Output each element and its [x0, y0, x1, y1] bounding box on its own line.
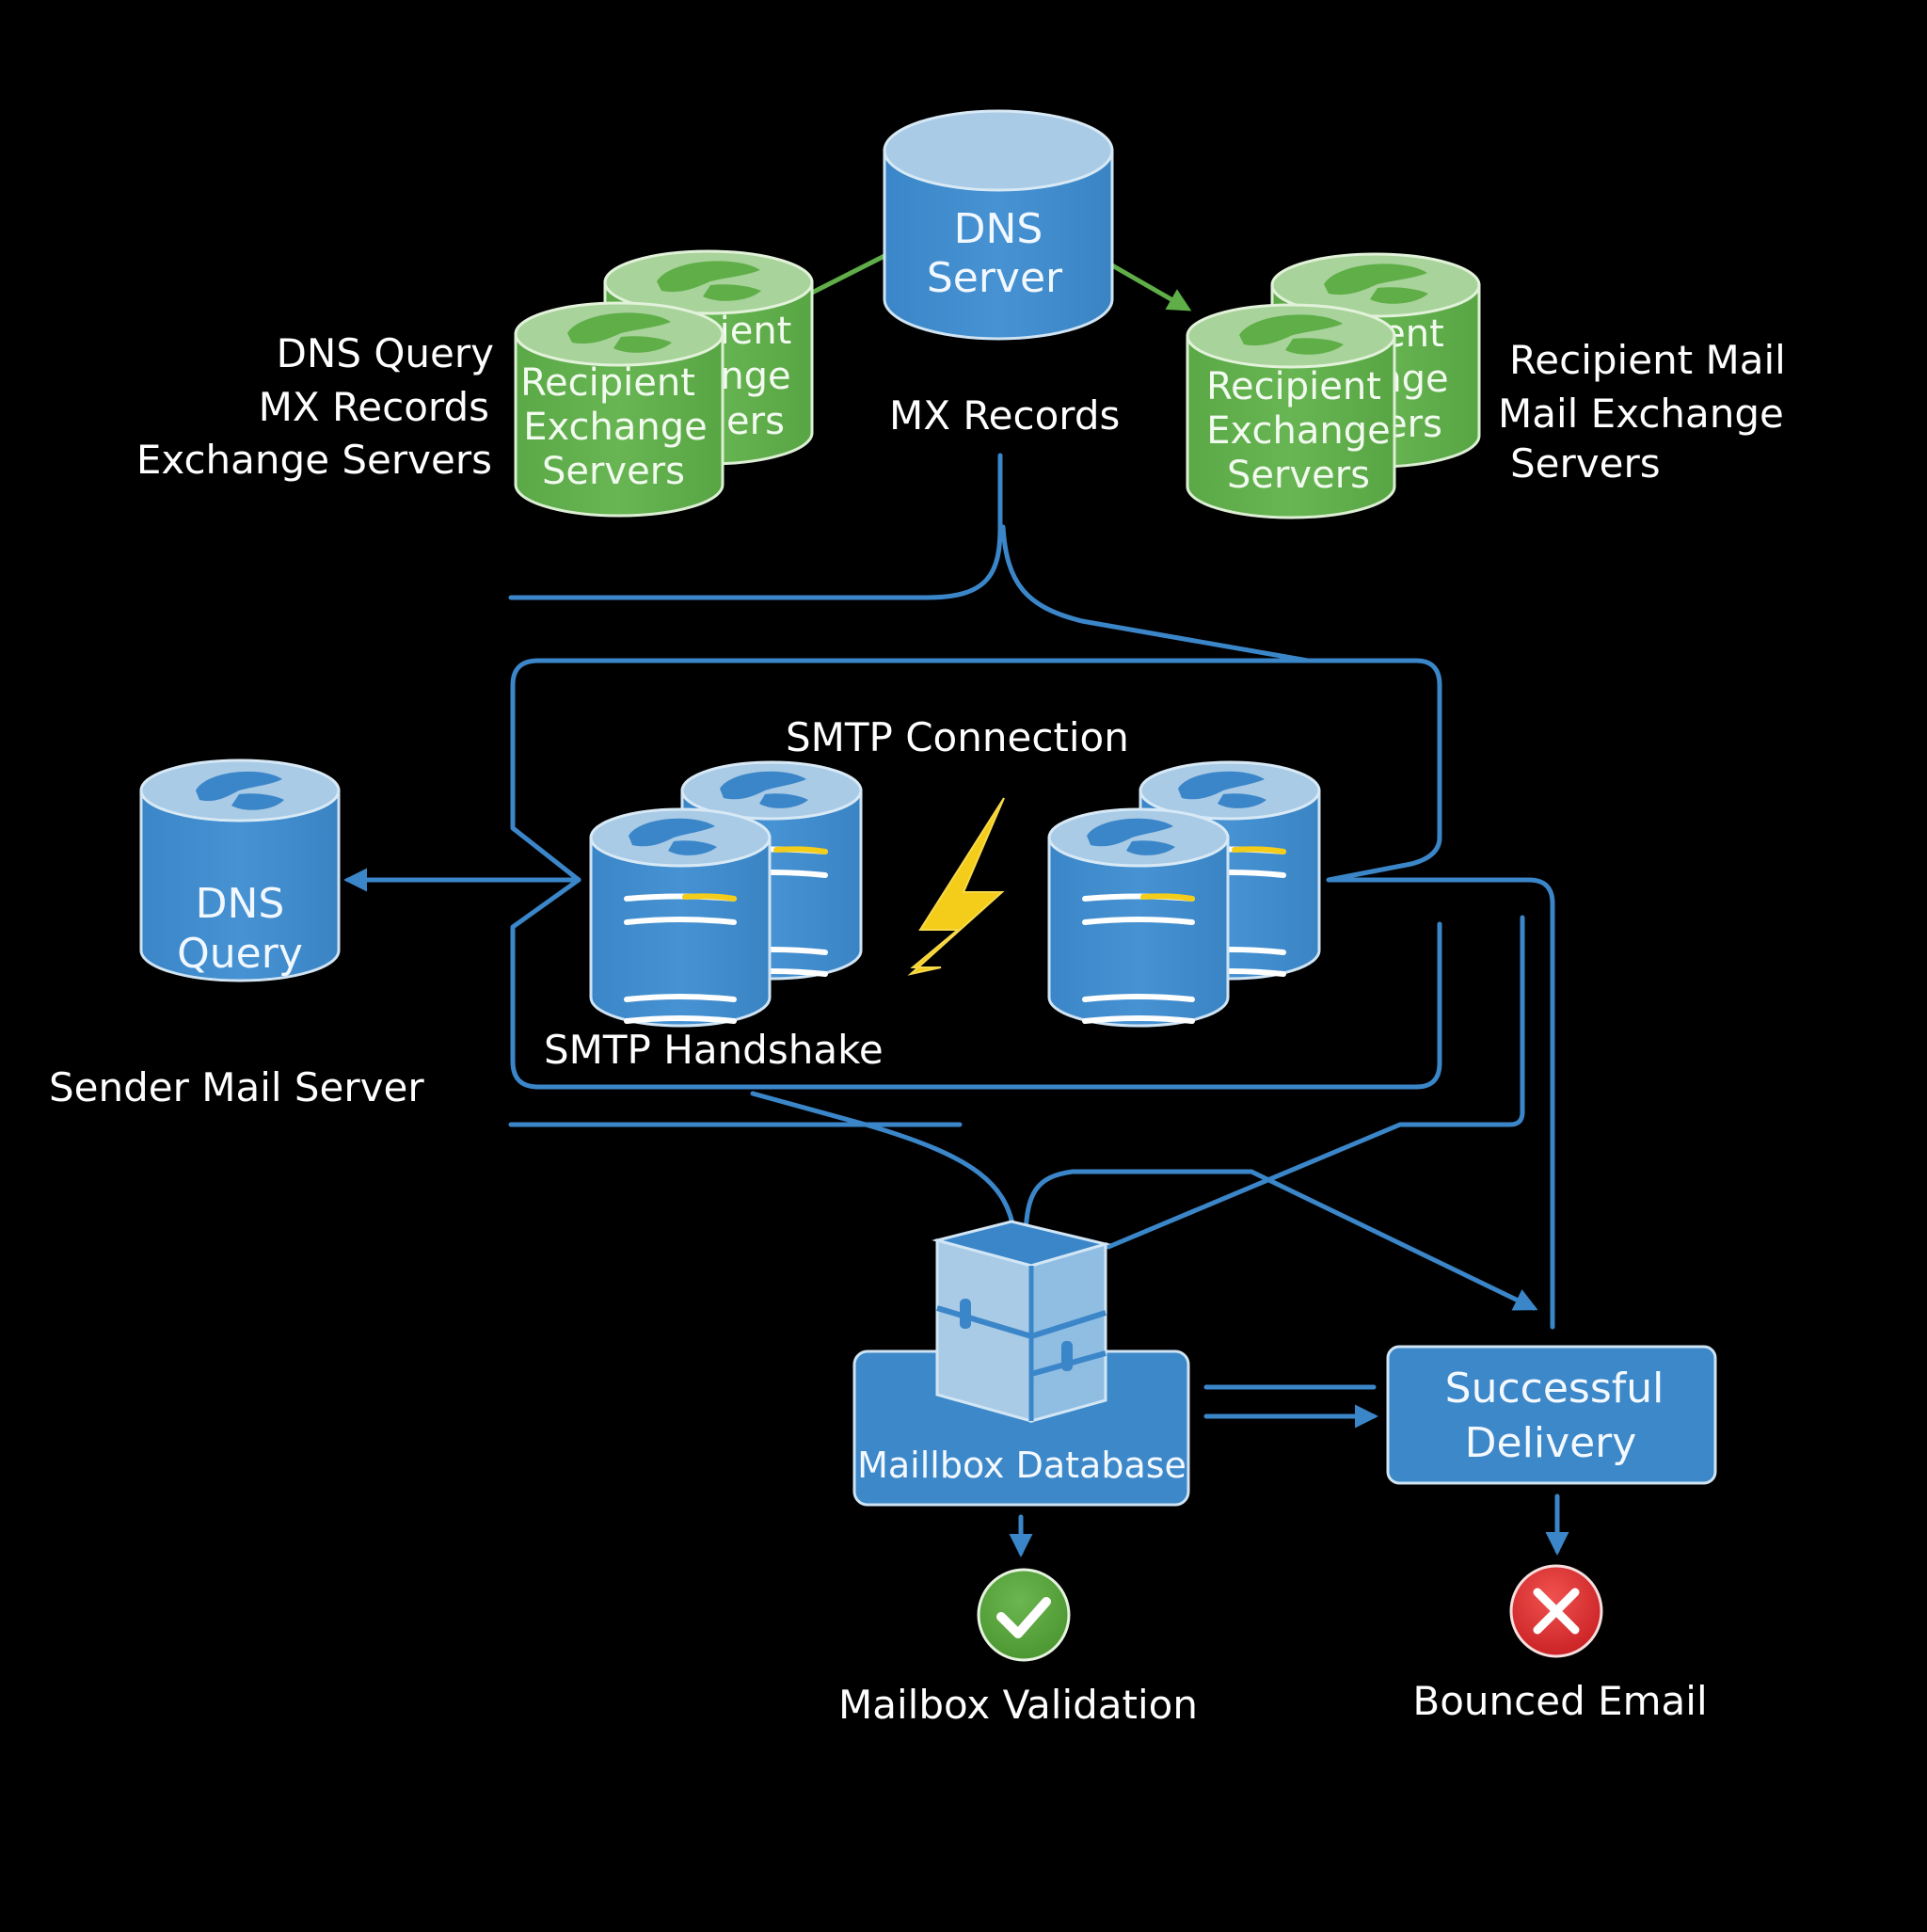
check-circle-icon: [977, 1568, 1071, 1662]
smtp-connection-frame: [510, 658, 1555, 1330]
check-mark: [996, 1597, 1051, 1638]
connector-dns-to-left-recipients: [803, 253, 886, 299]
recipient-back-label-3: ers: [726, 400, 785, 443]
mx-records-label: MX Records: [889, 392, 1120, 439]
right-caption-line-2: Mail Exchange: [1498, 391, 1784, 437]
connector-db-to-delivery-arrow: [1023, 1169, 1538, 1311]
storage-cube-icon: [932, 1220, 1111, 1423]
connector-mx-left-branch: [508, 453, 1003, 600]
bounced-email-label: Bounced Email: [1412, 1678, 1707, 1724]
right-caption: Recipient Mail Mail Exchange Servers: [1498, 337, 1786, 487]
recipient-label-1: Recipient: [1206, 365, 1381, 408]
connector-handshake-to-db: [750, 1091, 1017, 1236]
bounced-email-node: Bounced Email: [1412, 1564, 1708, 1724]
right-caption-line-1: Recipient Mail: [1509, 337, 1786, 383]
dns-query-label-2: Query: [177, 930, 303, 978]
connector-dns-to-right-recipients: [1110, 263, 1192, 311]
recipient-label-2: Exchange: [1206, 409, 1390, 453]
right-caption-line-3: Servers: [1510, 440, 1661, 487]
recipient-label-3: Servers: [542, 450, 685, 493]
smtp-handshake-label: SMTP Handshake: [544, 1027, 884, 1073]
recipient-exchange-servers-left[interactable]: ient nge ers Recipient Exchange Servers: [514, 249, 814, 518]
mailbox-validation-node: Mailbox Validation: [838, 1568, 1198, 1728]
mailbox-database-node[interactable]: Maillbox Database: [852, 1220, 1190, 1507]
recipient-label-3: Servers: [1227, 454, 1370, 497]
sender-mail-server-label: Sender Mail Server: [49, 1064, 424, 1110]
mailbox-validation-label: Mailbox Validation: [838, 1682, 1198, 1728]
connector-mx-right-branch: [1000, 524, 1311, 663]
left-caption-line-3: Exchange Servers: [136, 437, 492, 483]
recipient-label-1: Recipient: [520, 361, 695, 405]
connector-db-to-recipient-server: [1106, 915, 1525, 1250]
dns-query-label-1: DNS: [196, 880, 285, 928]
database-cylinder-top: [883, 109, 1114, 192]
recipient-label-2: Exchange: [523, 406, 707, 449]
mailbox-database-label: Maillbox Database: [857, 1445, 1186, 1486]
smtp-server-pair-recipient[interactable]: [1049, 762, 1319, 1026]
dns-server-node[interactable]: DNS Server: [883, 109, 1114, 341]
x-mark: [1533, 1588, 1580, 1635]
dns-server-label-1: DNS: [954, 205, 1043, 253]
successful-delivery-label-1: Successful: [1445, 1365, 1664, 1413]
server-cylinder-icon: [591, 809, 770, 1026]
left-caption-line-1: DNS Query: [277, 330, 494, 376]
server-cylinder-icon: [1049, 809, 1228, 1026]
successful-delivery-node[interactable]: Successful Delivery: [1386, 1345, 1717, 1485]
recipient-exchange-servers-right[interactable]: ent nge ers Recipient Exchange Servers: [1186, 252, 1481, 519]
lightning-bolt-icon: [907, 797, 1005, 976]
recipient-back-label-2: nge: [720, 355, 790, 398]
database-cylinder-icon: [883, 149, 1114, 341]
successful-delivery-label-2: Delivery: [1465, 1419, 1637, 1467]
smtp-connection-label: SMTP Connection: [786, 714, 1129, 760]
left-caption-line-2: MX Records: [259, 384, 489, 430]
successful-delivery-box: [1386, 1345, 1717, 1485]
dns-query-node[interactable]: DNS Query: [139, 758, 341, 982]
smtp-server-pair-sender[interactable]: [591, 762, 861, 1026]
dns-server-label-2: Server: [927, 254, 1063, 302]
recipient-back-label-1: ient: [720, 310, 792, 353]
left-caption: DNS Query MX Records Exchange Servers: [136, 330, 494, 483]
